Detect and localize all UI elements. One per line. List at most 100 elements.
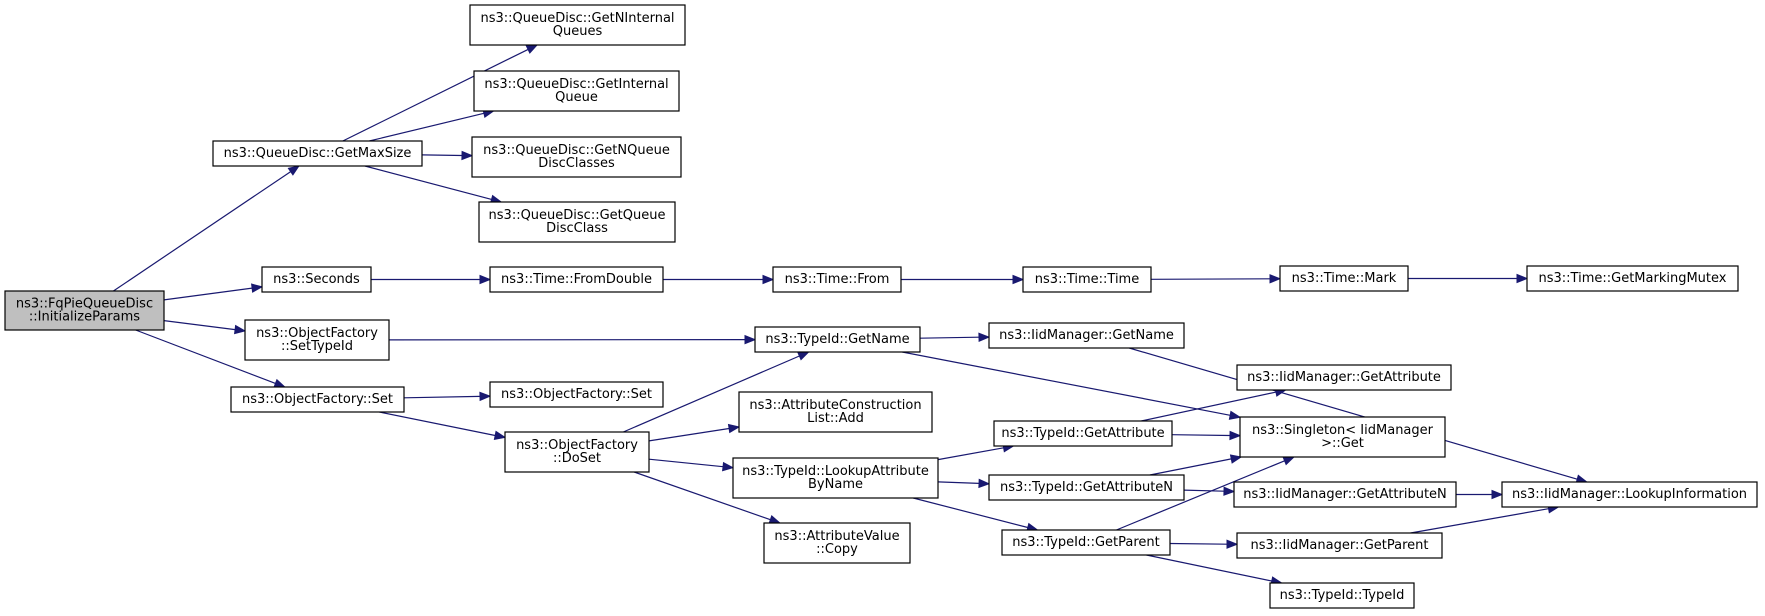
node-root[interactable]: ns3::FqPieQueueDisc::InitializeParams: [4, 290, 165, 331]
node-getmaxsize[interactable]: ns3::QueueDisc::GetMaxSize: [212, 140, 423, 167]
node-label: ns3::Time::From: [785, 272, 890, 287]
edge-line: [1146, 554, 1272, 582]
arrowhead-icon: [1223, 486, 1236, 496]
edge-iidgetattributen-to-lookupinfo: [1456, 489, 1504, 500]
node-box: [1501, 481, 1758, 508]
node-label: ns3::ObjectFactory::Set: [242, 392, 393, 407]
node-box: [1022, 266, 1152, 293]
node-label: ns3::FqPieQueueDisc: [16, 297, 153, 312]
arrowhead-icon: [493, 430, 507, 441]
node-label: >::Get: [1321, 436, 1364, 451]
node-box: [469, 4, 686, 46]
node-label: ns3::Time::Mark: [1292, 271, 1397, 286]
node-from[interactable]: ns3::Time::From: [772, 266, 902, 293]
node-box: [1236, 364, 1452, 391]
node-label: ns3::IidManager::GetAttribute: [1247, 370, 1441, 385]
arrowhead-icon: [1491, 489, 1504, 500]
node-label: ns3::ObjectFactory: [256, 326, 378, 341]
arrowhead-icon: [1226, 539, 1239, 549]
node-set2[interactable]: ns3::ObjectFactory::Set: [489, 381, 664, 408]
edge-line: [1169, 542, 1228, 545]
edge-line: [623, 355, 800, 433]
node-box: [261, 266, 372, 293]
node-singletonget[interactable]: ns3::Singleton< IidManager>::Get: [1239, 416, 1446, 458]
node-label: ns3::QueueDisc::GetNQueue: [483, 143, 670, 158]
edge-line: [1149, 458, 1232, 476]
node-box: [1001, 529, 1171, 556]
node-box: [1526, 265, 1739, 292]
arrowhead-icon: [978, 332, 991, 342]
node-time[interactable]: ns3::Time::Time: [1022, 266, 1152, 293]
node-fromdouble[interactable]: ns3::Time::FromDouble: [489, 266, 664, 293]
edge-settypeid-to-getname: [388, 334, 757, 345]
node-settypeid[interactable]: ns3::ObjectFactory::SetTypeId: [244, 319, 390, 361]
node-getparent[interactable]: ns3::TypeId::GetParent: [1001, 529, 1171, 556]
edge-line: [379, 411, 496, 437]
edge-getname-to-singletonget: [902, 351, 1242, 420]
arrowhead-icon: [479, 391, 492, 402]
arrowhead-icon: [1229, 430, 1242, 441]
node-mark[interactable]: ns3::Time::Mark: [1279, 265, 1409, 292]
edge-line: [1129, 347, 1578, 480]
edges-layer: [113, 44, 1589, 586]
node-label: DiscClasses: [538, 156, 615, 171]
node-label: List::Add: [807, 411, 864, 426]
arrowhead-icon: [1282, 456, 1296, 466]
arrowhead-icon: [762, 274, 775, 285]
node-getattribute[interactable]: ns3::TypeId::GetAttribute: [993, 420, 1173, 447]
node-getmarkingmutex[interactable]: ns3::Time::GetMarkingMutex: [1526, 265, 1739, 292]
edge-mark-to-getmarkingmutex: [1408, 273, 1529, 284]
edge-getmaxsize-to-getinternalqueue: [369, 108, 495, 142]
arrowhead-icon: [1269, 274, 1282, 284]
edge-time-to-mark: [1150, 274, 1282, 284]
node-iidgetattributen[interactable]: ns3::IidManager::GetAttributeN: [1233, 481, 1457, 508]
node-label: DiscClass: [546, 221, 608, 236]
arrowhead-icon: [479, 274, 492, 285]
edge-getattribute-to-singletonget: [1171, 430, 1242, 441]
node-label: ns3::TypeId::LookupAttribute: [742, 464, 929, 479]
edge-line: [902, 351, 1231, 416]
node-getname[interactable]: ns3::TypeId::GetName: [754, 326, 921, 353]
node-label: ns3::TypeId::GetAttributeN: [1000, 480, 1173, 495]
node-iidgetattribute[interactable]: ns3::IidManager::GetAttribute: [1236, 364, 1452, 391]
node-box: [763, 522, 911, 564]
node-box: [988, 474, 1185, 501]
node-lookupinfo[interactable]: ns3::IidManager::LookupInformation: [1501, 481, 1758, 508]
arrowhead-icon: [1516, 273, 1529, 284]
node-set1[interactable]: ns3::ObjectFactory::Set: [230, 386, 405, 413]
node-iidgetparent[interactable]: ns3::IidManager::GetParent: [1236, 532, 1443, 559]
node-seconds[interactable]: ns3::Seconds: [261, 266, 372, 293]
node-avcopy[interactable]: ns3::AttributeValue::Copy: [763, 522, 911, 564]
node-label: ns3::TypeId::GetAttribute: [1001, 426, 1164, 441]
edge-iidgetparent-to-lookupinfo: [1410, 504, 1560, 534]
node-label: ns3::AttributeConstruction: [749, 398, 921, 413]
edge-line: [403, 395, 481, 399]
node-box: [738, 391, 933, 433]
node-typeidctor[interactable]: ns3::TypeId::TypeId: [1269, 582, 1415, 609]
node-label: Queue: [555, 90, 598, 105]
node-label: Queues: [553, 24, 603, 39]
edge-root-to-seconds: [163, 283, 264, 301]
node-iidgetname[interactable]: ns3::IidManager::GetName: [988, 322, 1185, 349]
edge-line: [1410, 508, 1549, 534]
node-label: ns3::TypeId::GetParent: [1012, 535, 1160, 550]
node-label: ns3::Time::FromDouble: [501, 272, 652, 287]
edge-line: [633, 471, 771, 521]
edge-line: [369, 112, 485, 142]
edge-line: [1183, 489, 1225, 492]
edge-line: [913, 497, 1028, 529]
node-label: ns3::ObjectFactory: [516, 438, 638, 453]
node-box: [478, 201, 676, 243]
node-label: ns3::Time::GetMarkingMutex: [1539, 271, 1727, 286]
node-getattributen[interactable]: ns3::TypeId::GetAttributeN: [988, 474, 1185, 501]
edge-line: [937, 447, 1004, 461]
node-label: ns3::TypeId::GetName: [765, 332, 909, 347]
node-doset[interactable]: ns3::ObjectFactory::DoSet: [504, 431, 650, 473]
